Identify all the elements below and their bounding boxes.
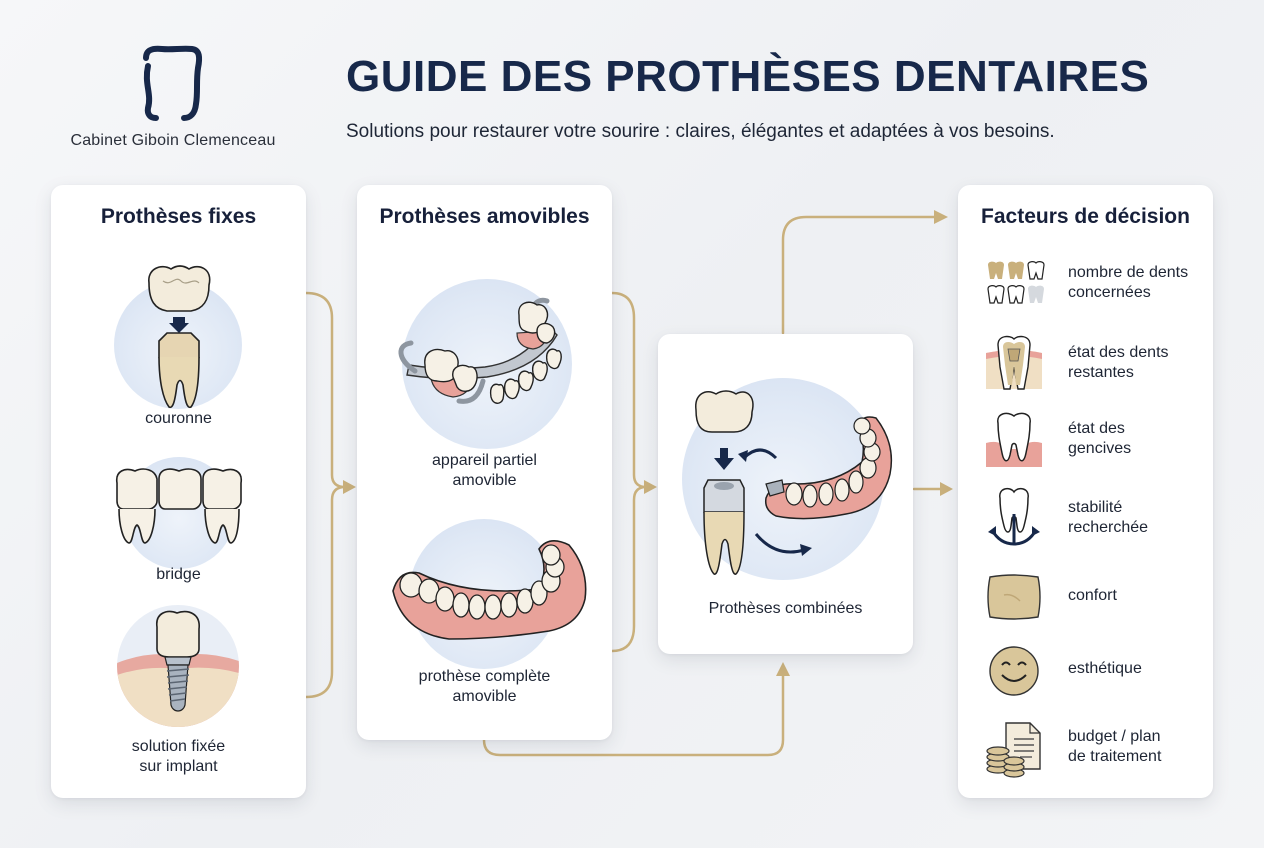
factor-label: état des dents restantes <box>1068 344 1169 381</box>
card-title: Facteurs de décision <box>981 205 1190 228</box>
factor-label: état des gencives <box>1068 420 1132 457</box>
coins-document-icon <box>986 722 1041 778</box>
item-crown: couronne <box>51 251 306 431</box>
combined-prosthesis-icon <box>695 390 893 575</box>
item-bridge: bridge <box>51 453 306 593</box>
pillow-icon <box>987 574 1041 620</box>
item-label: prothèse complète amovible <box>418 668 551 705</box>
partial-denture-icon <box>398 297 562 404</box>
item-label: couronne <box>145 410 212 427</box>
item-implant: solution fixée sur implant <box>51 595 306 785</box>
card-removable-prostheses: Prothèses amovibles appareil part <box>357 185 612 740</box>
factor-budget: budget / plan de traitement <box>958 721 1213 781</box>
card-title: Prothèses fixes <box>100 205 257 228</box>
complete-denture-icon <box>392 540 587 640</box>
item-label: bridge <box>156 566 201 583</box>
card-decision-factors: Facteurs de décision nombre de dents con… <box>958 185 1213 798</box>
factor-label: nombre de dents concernées <box>1068 264 1189 301</box>
combined-label: Prothèses combinées <box>708 600 863 617</box>
factor-aesthetics: esthétique <box>958 643 1213 703</box>
page-title: GUIDE DES PROTHÈSES DENTAIRES <box>346 52 1150 101</box>
factor-comfort: confort <box>958 569 1213 629</box>
factor-remaining-teeth: état des dents restantes <box>958 335 1213 397</box>
dental-bridge-icon <box>115 468 243 544</box>
item-label: appareil partiel amovible <box>432 452 537 489</box>
factor-label: confort <box>1068 587 1117 604</box>
card-title: Prothèses amovibles <box>379 205 590 228</box>
factor-label: stabilité recherchée <box>1068 499 1149 536</box>
dental-implant-icon <box>156 610 200 712</box>
factor-label: budget / plan de traitement <box>1068 728 1162 765</box>
item-complete-denture: prothèse complète amovible <box>357 515 612 725</box>
factor-label: esthétique <box>1068 660 1142 677</box>
tooth-cross-section-icon <box>986 335 1042 390</box>
tooth-gum-icon <box>986 412 1042 467</box>
card-fixed-prostheses: Prothèses fixes couronne bridge <box>51 185 306 798</box>
tooth-outline-icon <box>143 45 203 121</box>
crown-on-tooth-icon <box>148 265 211 409</box>
teeth-count-icon <box>987 261 1045 304</box>
factor-gums: état des gencives <box>958 412 1213 473</box>
factor-stability: stabilité recherchée <box>958 487 1213 550</box>
card-combined-prostheses: Prothèses combinées <box>658 334 913 654</box>
smiley-icon <box>989 646 1039 696</box>
item-label: solution fixée sur implant <box>131 738 226 775</box>
tooth-anchor-icon <box>988 487 1040 546</box>
brand-name: Cabinet Giboin Clemenceau <box>70 132 276 149</box>
item-partial-denture: appareil partiel amovible <box>357 265 612 505</box>
page-subtitle: Solutions pour restaurer votre sourire :… <box>346 121 1055 142</box>
factor-teeth-count: nombre de dents concernées <box>958 261 1213 321</box>
